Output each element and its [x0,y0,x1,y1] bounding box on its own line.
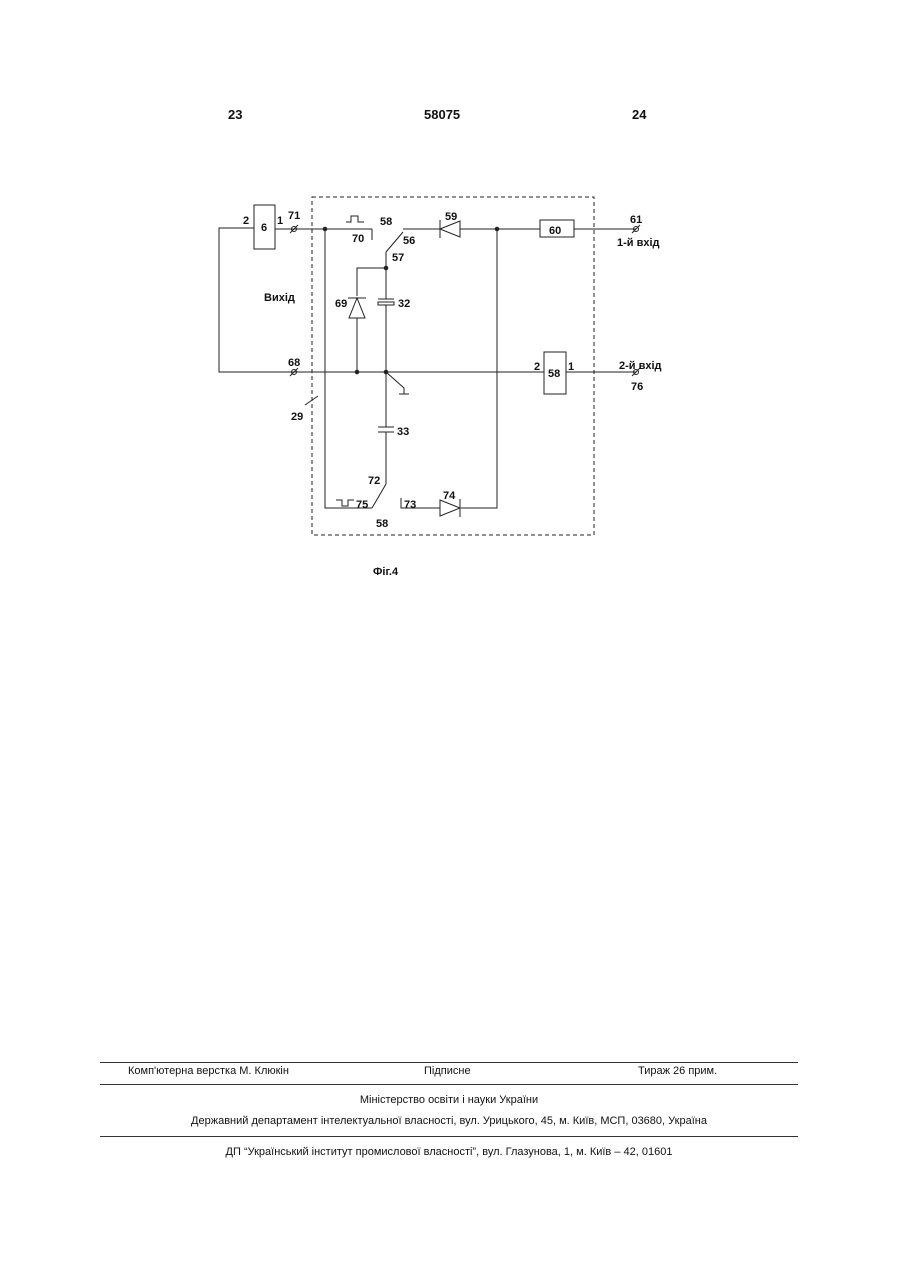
label-70: 70 [352,233,364,245]
label-block-6: 6 [261,222,267,234]
footer-layout-credit: Комп'ютерна верстка М. Клюкін [128,1065,289,1077]
label-input-2: 2-й вхід [619,360,662,372]
label-pin-1-block-6: 1 [277,215,283,227]
label-56: 56 [403,235,415,247]
label-74: 74 [443,490,456,502]
label-72: 72 [368,475,380,487]
footer-ministry: Міністерство освіти і науки України [100,1094,798,1106]
figure-caption: Фіг.4 [373,566,398,578]
label-pin-2-block-6: 2 [243,215,249,227]
label-57: 57 [392,252,404,264]
label-68: 68 [288,357,300,369]
label-pin-2-block-58: 2 [534,361,540,373]
label-58-top: 58 [380,216,392,228]
label-33: 33 [397,426,409,438]
label-pin-1-block-58: 1 [568,361,574,373]
footer-rule-middle [100,1084,798,1085]
label-73: 73 [404,499,416,511]
label-32: 32 [398,298,410,310]
label-76: 76 [631,381,643,393]
label-61: 61 [630,214,642,226]
label-29: 29 [291,411,303,423]
dashed-enclosure [312,197,594,535]
label-60: 60 [549,225,561,237]
footer-rule-bottom [100,1136,798,1137]
circuit-diagram: 2 6 1 71 58 70 56 57 59 60 61 1-й вхід В… [0,0,901,620]
label-58-bottom: 58 [376,518,388,530]
footer-institute: ДП “Український інститут промислової вла… [100,1146,798,1158]
footer-rule-top [100,1062,798,1063]
footer-signed: Підписне [424,1065,471,1077]
label-block-58: 58 [548,368,560,380]
label-59: 59 [445,211,457,223]
label-75: 75 [356,499,368,511]
label-output: Вихід [264,292,295,304]
label-71: 71 [288,210,300,222]
label-input-1: 1-й вхід [617,237,660,249]
label-69: 69 [335,298,347,310]
footer-circulation: Тираж 26 прим. [638,1065,717,1077]
footer-department: Державний департамент інтелектуальної вл… [100,1115,798,1127]
